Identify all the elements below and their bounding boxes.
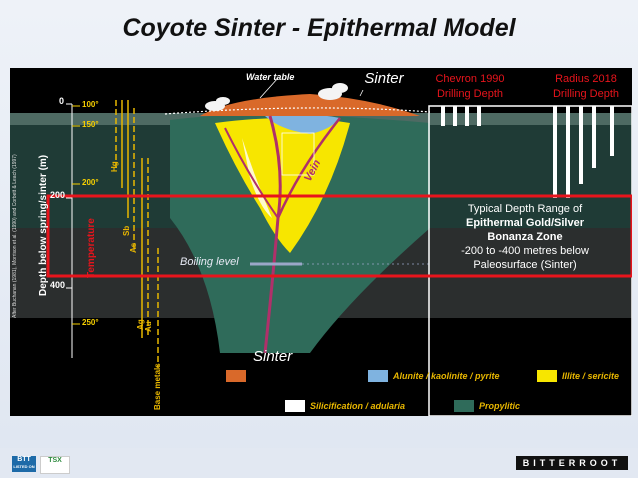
radius-line-1: Radius 2018: [555, 73, 617, 85]
chevron-line-2: Drilling Depth: [436, 88, 504, 100]
depth-axis-title: Depth below spring/sinter (m): [38, 154, 49, 296]
sinter-label-top: Sinter: [353, 68, 415, 90]
temp-label-100: 100°: [82, 100, 99, 109]
radius-hole-2: [566, 106, 570, 198]
depth-tick-label-0: 0: [59, 96, 65, 106]
legend-swatch-alunite: [368, 370, 388, 382]
water-table-label: Water table: [246, 72, 295, 82]
vein-branch-left: [224, 127, 279, 219]
btt-logo-sub: LISTED ON: [13, 464, 35, 469]
vein-box: [281, 132, 315, 176]
diagram-panel: Water table Sinter Chevron 1990 Drilling…: [10, 68, 632, 416]
slide-title: Coyote Sinter - Epithermal Model: [122, 14, 516, 42]
radius-label: Radius 2018 Drilling Depth: [540, 72, 632, 102]
zone-line-5: Paleosurface (Sinter): [473, 259, 577, 271]
zone-line-3: Bonanza Zone: [487, 231, 563, 243]
steam-cloud-right-2: [332, 83, 348, 93]
radius-hole-1: [553, 106, 557, 198]
radius-line-2: Drilling Depth: [552, 88, 620, 100]
zone-line-4: -200 to -400 metres below: [461, 245, 589, 257]
zone-line-2: Epithermal Gold/Silver: [466, 217, 584, 229]
temperature-axis-title: Temperature: [86, 218, 97, 278]
radius-hole-5: [610, 106, 614, 156]
vein-main: [263, 115, 282, 354]
temp-label-250: 250°: [82, 318, 99, 327]
bonanza-zone-outline: [46, 194, 632, 278]
radius-hole-3: [579, 106, 583, 184]
legend-label-alunite: Alunite / kaolinite / pyrite: [393, 371, 500, 381]
temp-label-200: 200°: [82, 178, 99, 187]
depth-tick-label-400: 400: [50, 280, 66, 290]
btt-logo: BTT LISTED ON: [12, 456, 36, 472]
citation-text: After Buchanan (1981), Morrison et al. (…: [12, 154, 18, 318]
chevron-line-1: Chevron 1990: [435, 73, 505, 85]
legend-label-propylitic: Propylitic: [479, 401, 521, 411]
depth-tick-label-200: 200: [50, 190, 66, 200]
btt-logo-text: BTT: [17, 456, 31, 463]
bonanza-zone-text: Typical Depth Range of Epithermal Gold/S…: [440, 202, 610, 272]
element-hg: Hg: [110, 161, 119, 172]
element-as: As: [129, 242, 138, 253]
chevron-label: Chevron 1990 Drilling Depth: [420, 72, 520, 102]
water-table-line: [164, 107, 431, 115]
zone-line-1: Typical Depth Range of: [467, 203, 583, 215]
boiling-level-label: Boiling level: [180, 256, 239, 268]
vein-branch-right: [276, 117, 341, 219]
legend-label-silicification: Silicification / adularia: [310, 401, 406, 411]
sinter-cap: [200, 94, 420, 116]
radius-hole-4: [592, 106, 596, 168]
drilling-white-frame: [428, 105, 632, 416]
chevron-hole-4: [477, 106, 481, 126]
temp-label-150: 150°: [82, 120, 99, 129]
chevron-hole-1: [441, 106, 445, 126]
legend-label-sinter: Sinter: [253, 348, 293, 365]
element-base-metals: Base metals: [153, 363, 162, 410]
legend-swatch-sinter: [226, 370, 246, 382]
tsxv-logo: TSX: [40, 456, 70, 474]
alunite-cap: [265, 114, 340, 134]
element-sb: Sb: [122, 225, 131, 236]
epithermal-diagram: [10, 77, 632, 416]
legend-swatch-propylitic: [454, 400, 474, 412]
steam-cloud-left-2: [216, 97, 230, 105]
chevron-hole-3: [465, 106, 469, 126]
bitterroot-logo: BITTERROOT: [516, 456, 628, 470]
legend-swatch-silicification: [285, 400, 305, 412]
chevron-hole-2: [453, 106, 457, 126]
legend-label-illite: Illite / sericite: [562, 371, 620, 381]
legend-swatch-illite: [537, 370, 557, 382]
element-au: Au: [144, 321, 153, 332]
water-table-arrow: [259, 77, 279, 99]
